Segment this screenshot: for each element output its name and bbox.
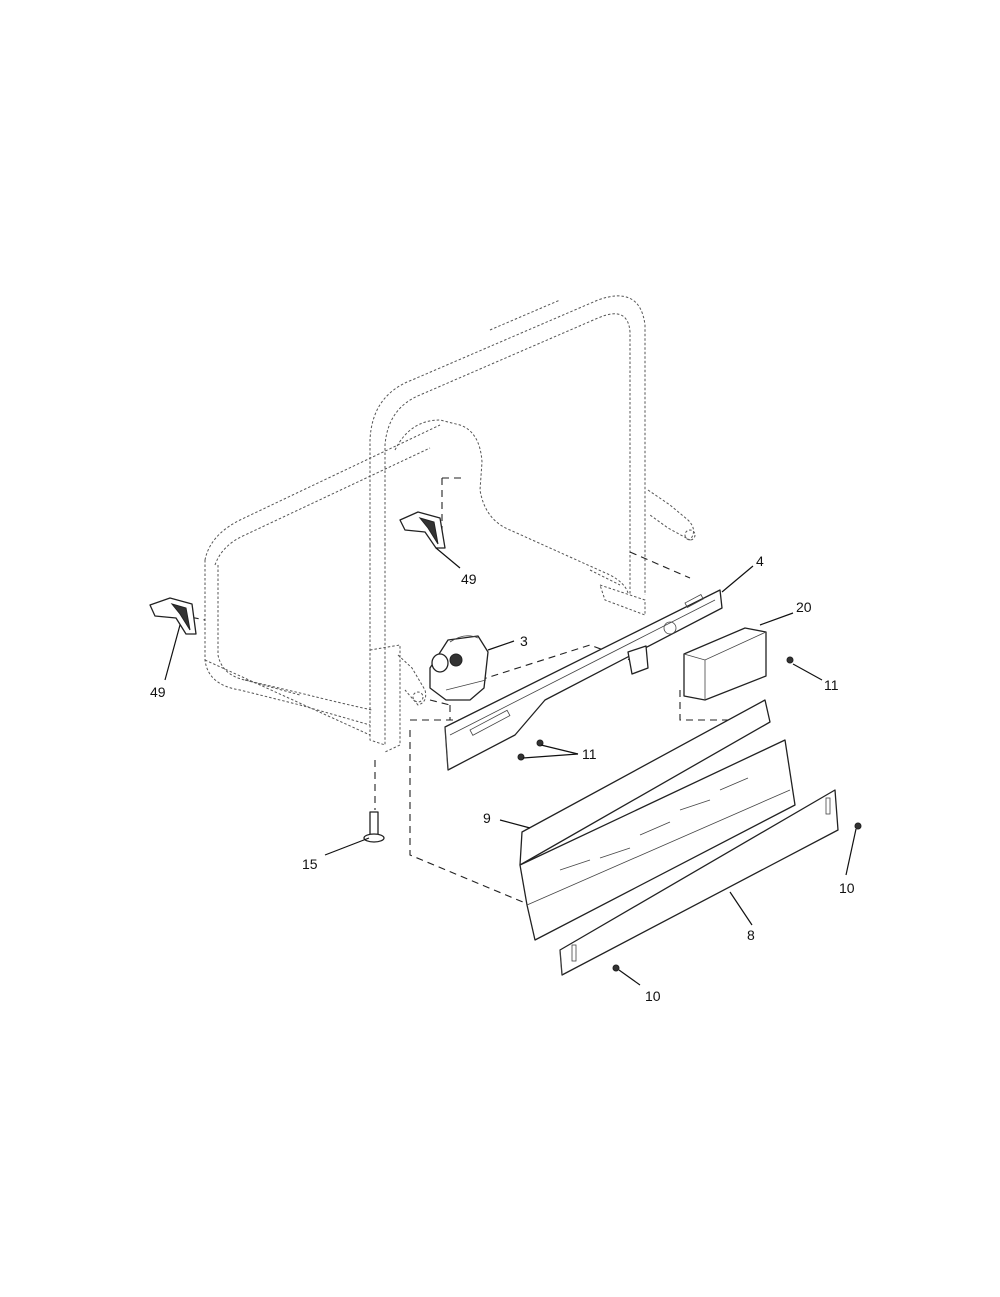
screw-10-right	[854, 822, 862, 830]
callout-10-lower: 10	[645, 988, 661, 1004]
leader-lines	[164, 547, 857, 986]
callout-49-lower: 49	[150, 684, 166, 700]
callout-11-lower: 11	[582, 746, 597, 762]
callout-15: 15	[302, 856, 318, 872]
callout-3: 3	[520, 633, 528, 649]
screw-10-lower	[612, 964, 620, 972]
screw-11-upper	[536, 739, 544, 747]
callout-9: 9	[483, 810, 491, 826]
kick-plate-8	[559, 789, 839, 976]
callout-10-right: 10	[839, 880, 855, 896]
lower-panel-9	[519, 699, 796, 941]
tub-frame	[204, 295, 696, 753]
channel-cover-20	[683, 627, 767, 701]
callout-4: 4	[756, 553, 764, 569]
callout-20: 20	[796, 599, 812, 615]
leveling-leg-15	[363, 811, 385, 843]
screws	[517, 656, 862, 972]
front-rail-4	[444, 589, 723, 771]
callout-11-right: 11	[824, 677, 839, 693]
bracket-49-upper	[399, 511, 446, 549]
callout-8: 8	[747, 927, 755, 943]
screw-11-lower	[517, 753, 525, 761]
callout-labels: 3 4 8 9 10 10 11 11 15 20 49 49	[150, 553, 855, 1004]
water-valve-3	[429, 635, 489, 701]
screw-11-right	[786, 656, 794, 664]
bracket-49-lower	[149, 597, 197, 635]
callout-49-upper: 49	[461, 571, 477, 587]
